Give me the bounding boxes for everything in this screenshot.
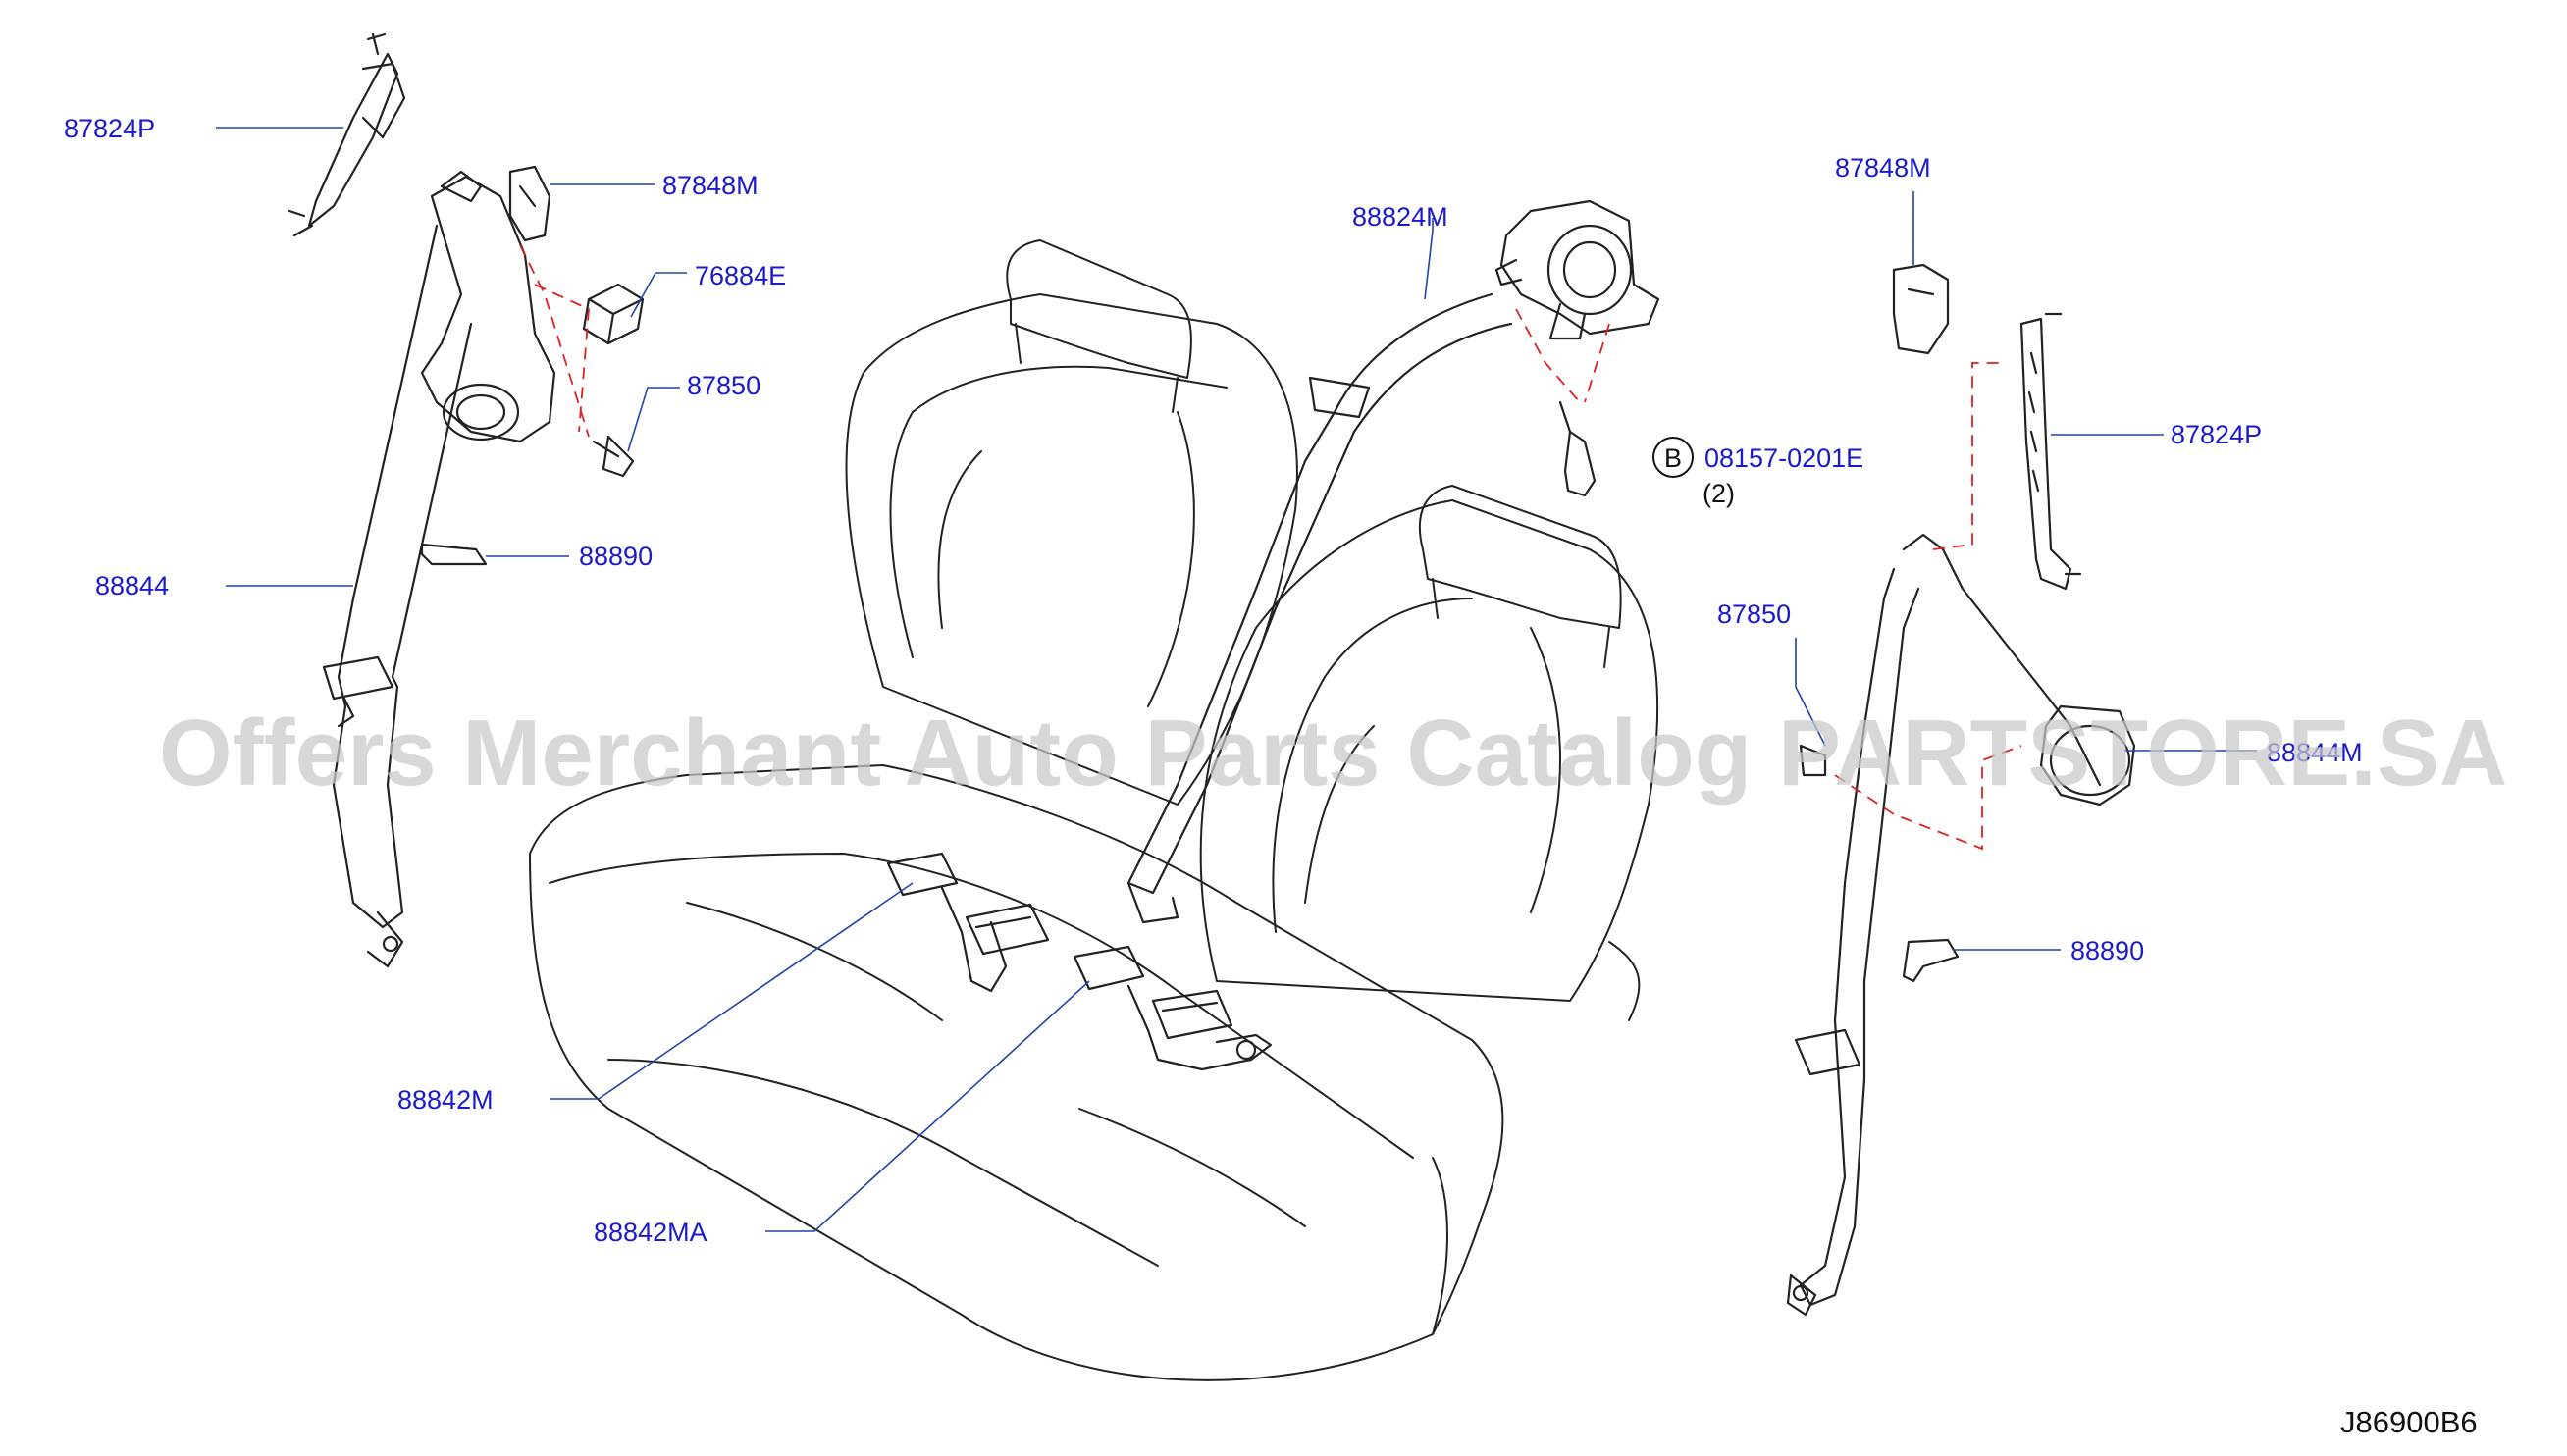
callout-87848M-right[interactable]: 87848M (1835, 153, 1931, 182)
callout-88842MA[interactable]: 88842MA (594, 1218, 707, 1247)
left-belt-assembly (288, 32, 645, 968)
callout-labels: 87824P 87848M 76884E 87850 88844 88890 8… (64, 114, 2363, 1247)
callout-88824M[interactable]: 88824M (1352, 202, 1448, 232)
callout-87850-left[interactable]: 87850 (687, 371, 760, 400)
leader-lines (216, 127, 2257, 1232)
bolt-marker-label: B (1664, 443, 1682, 473)
callout-88842M[interactable]: 88842M (397, 1085, 494, 1115)
diagram-reference-id: J86900B6 (2340, 1405, 2478, 1439)
callout-87850-right[interactable]: 87850 (1717, 599, 1791, 629)
callout-76884E[interactable]: 76884E (695, 261, 786, 290)
callout-88844M-right[interactable]: 88844M (2267, 738, 2363, 767)
watermark: Offers Merchant Auto Parts Catalog PARTS… (159, 701, 2507, 806)
callout-87824P-left[interactable]: 87824P (64, 114, 155, 143)
center-belt-assembly (1126, 199, 1660, 924)
callout-88890-right[interactable]: 88890 (2070, 936, 2144, 965)
callout-87848M-left[interactable]: 87848M (662, 171, 759, 200)
right-belt-assembly (1786, 263, 2136, 1317)
bolt-quantity: (2) (1703, 479, 1735, 508)
callout-88890-left[interactable]: 88890 (579, 542, 653, 571)
rear-seat-illustration (529, 239, 1659, 1381)
callout-88844-left[interactable]: 88844 (95, 571, 169, 600)
bolt-marker-circle (1652, 437, 1694, 478)
callout-87824P-right[interactable]: 87824P (2171, 420, 2262, 449)
callout-08157-0201E[interactable]: 08157-0201E (1704, 443, 1863, 473)
assembly-guide-lines (519, 244, 2022, 851)
